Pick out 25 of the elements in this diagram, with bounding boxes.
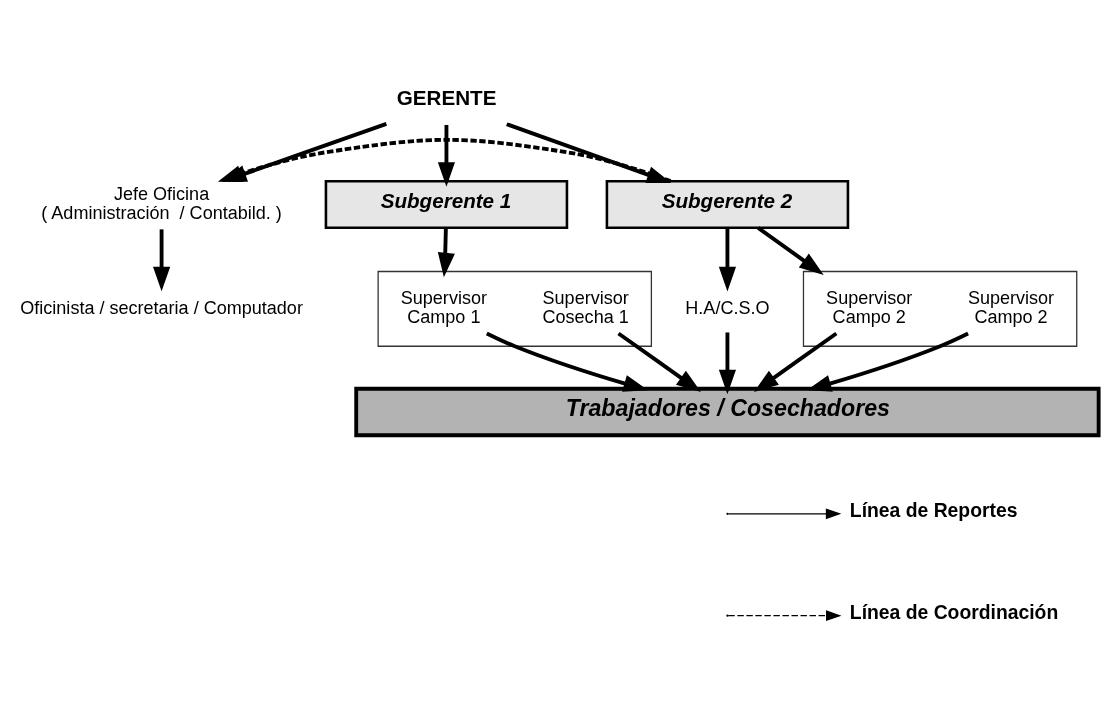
node-box: Trabajadores / Cosechadores xyxy=(354,386,1101,437)
arrow xyxy=(153,228,171,291)
node-box: Subgerente 2 xyxy=(605,179,850,229)
node-text: H.A/C.S.O xyxy=(685,297,770,318)
arrow xyxy=(437,227,455,277)
node-text: Supervisor Campo 2 xyxy=(826,287,913,327)
arrow xyxy=(806,331,969,392)
legend-label: Línea de Coordinación xyxy=(849,601,1059,623)
arrow xyxy=(718,227,736,291)
node-text: GERENTE xyxy=(396,85,497,109)
cluster xyxy=(802,270,1078,347)
node-box: Subgerente 1 xyxy=(324,179,569,229)
arrow xyxy=(485,331,649,392)
node-text: Supervisor Cosecha 1 xyxy=(542,287,629,327)
node-text: Jefe Oficina ( Administración / Contabild. ) xyxy=(41,183,282,223)
legend-label: Línea de Reportes xyxy=(849,499,1018,521)
arrow xyxy=(757,225,824,275)
arrow xyxy=(617,331,701,392)
arrow xyxy=(437,124,456,187)
node-text: Supervisor Campo 2 xyxy=(967,287,1055,327)
node-text: Oficinista / secretaria / Computador xyxy=(20,297,303,318)
node-text: Supervisor Campo 1 xyxy=(400,287,487,327)
arrow xyxy=(718,332,736,394)
cluster xyxy=(377,270,653,347)
arrow xyxy=(753,331,838,392)
